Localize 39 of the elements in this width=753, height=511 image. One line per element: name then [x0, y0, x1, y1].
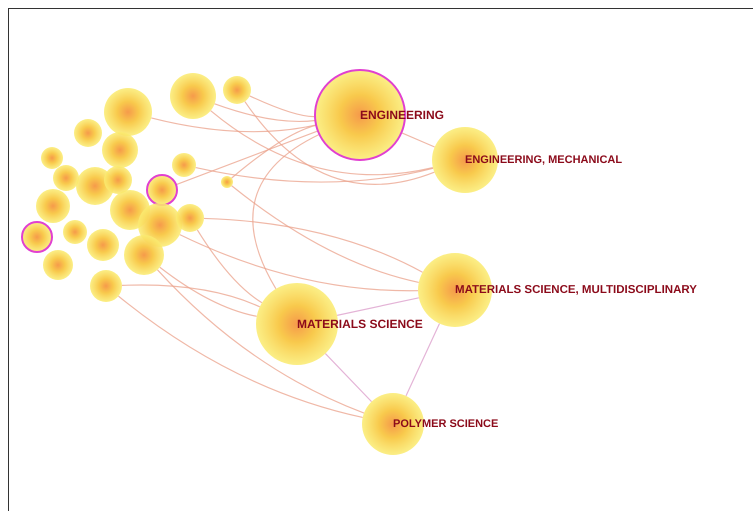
node-circle: [61, 218, 89, 246]
link-curve: [244, 101, 434, 185]
link-curve: [159, 266, 257, 317]
link-curve: [401, 132, 435, 148]
node-circle: [102, 164, 134, 196]
node-circle: [219, 174, 235, 190]
node-circle: [34, 187, 72, 225]
link-curve: [231, 185, 419, 283]
link-curve: [336, 297, 419, 316]
link-curve: [157, 269, 364, 414]
node-circle: [174, 202, 206, 234]
link-curve: [214, 103, 316, 122]
node-circle: [39, 145, 65, 171]
node-circle: [85, 227, 121, 263]
link-curve: [196, 230, 262, 304]
link-curve: [249, 95, 316, 118]
node-circle: [170, 151, 198, 179]
node-circle: [122, 233, 166, 277]
link-curve: [151, 117, 316, 132]
link-curve: [231, 124, 316, 179]
link-curve: [196, 167, 434, 183]
link-curve: [180, 234, 418, 292]
node-circle: [102, 86, 154, 138]
node-circle: [221, 74, 253, 106]
node-circle: [168, 71, 218, 121]
node-circle: [41, 248, 75, 282]
node-circle: [20, 220, 54, 254]
link-curve: [118, 296, 363, 418]
link-curve: [176, 130, 318, 186]
link-curve: [252, 134, 320, 290]
link-curve: [204, 218, 423, 273]
node-circle: [100, 130, 140, 170]
link-curve: [122, 284, 260, 308]
node-circle: [72, 117, 104, 149]
node-circle: [88, 268, 124, 304]
link-curve: [324, 353, 372, 402]
node-circle: [51, 163, 81, 193]
link-curve: [210, 110, 433, 176]
link-curve: [405, 323, 440, 396]
